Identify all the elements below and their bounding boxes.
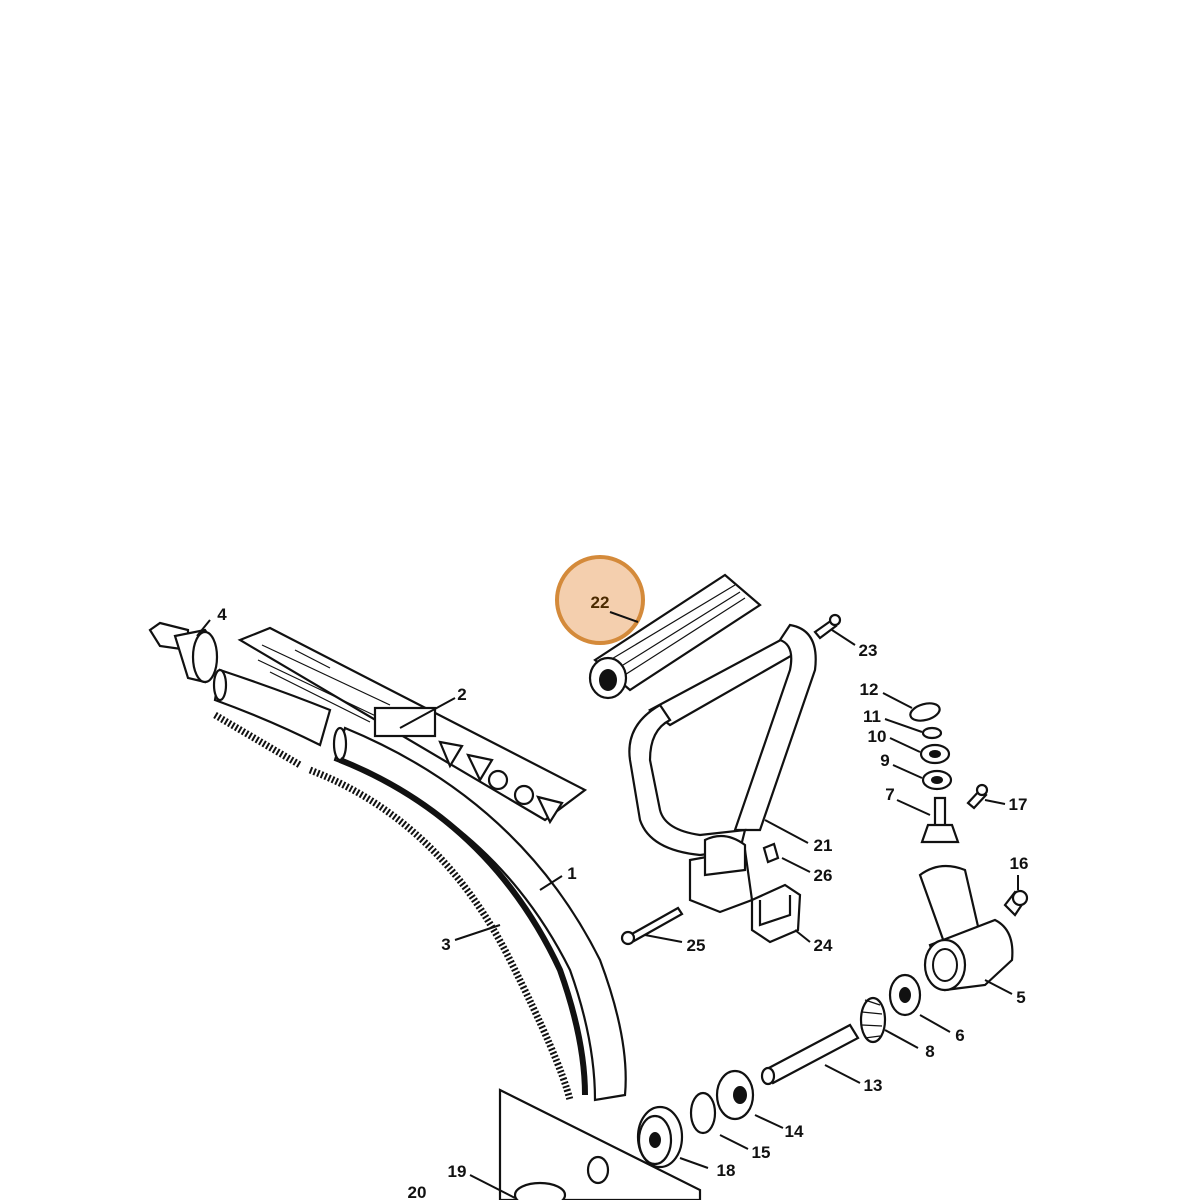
label-15: 15 — [752, 1143, 771, 1162]
label-10: 10 — [868, 727, 887, 746]
part-21-loop-handle[interactable] — [628, 623, 817, 914]
label-5: 5 — [1016, 988, 1025, 1007]
label-2: 2 — [457, 685, 466, 704]
decal-warning-symbols — [438, 740, 564, 825]
label-12: 12 — [860, 680, 879, 699]
label-9: 9 — [880, 751, 889, 770]
part-4-end-fitting[interactable] — [148, 621, 219, 684]
label-1: 1 — [567, 864, 576, 883]
label-18: 18 — [717, 1161, 736, 1180]
label-13: 13 — [864, 1076, 883, 1095]
label-22: 22 — [591, 593, 610, 612]
part-11-ring[interactable] — [921, 726, 943, 740]
label-4: 4 — [217, 605, 227, 624]
part-2-decal[interactable] — [237, 626, 588, 825]
label-19: 19 — [448, 1162, 467, 1181]
part-1-drive-tube[interactable] — [212, 668, 627, 1102]
part-9-bearing[interactable] — [921, 769, 953, 791]
part-24-clamp[interactable] — [750, 883, 802, 944]
part-13-output-shaft[interactable] — [760, 1023, 860, 1086]
label-24: 24 — [814, 936, 833, 955]
part-12-circlip[interactable] — [908, 700, 941, 723]
label-11: 11 — [863, 707, 881, 726]
deflector-plate[interactable] — [498, 1088, 702, 1200]
part-6-bearing[interactable] — [888, 973, 922, 1017]
part-19-collar[interactable] — [513, 1181, 567, 1200]
part-23-screw[interactable] — [813, 613, 842, 640]
label-25: 25 — [687, 936, 706, 955]
part-3-drive-shaft[interactable] — [213, 711, 574, 1101]
label-26: 26 — [814, 866, 833, 885]
highlight-callout-22[interactable]: 22 — [555, 555, 645, 645]
part-18-thrust-plate[interactable] — [636, 1105, 684, 1169]
part-5-gear-housing[interactable] — [918, 864, 1014, 992]
part-25-long-screw[interactable] — [620, 906, 684, 946]
label-23: 23 — [859, 641, 878, 660]
part-17-screw[interactable] — [966, 783, 989, 810]
label-7: 7 — [885, 785, 894, 804]
label-6: 6 — [955, 1026, 964, 1045]
label-3: 3 — [441, 935, 450, 954]
label-17: 17 — [1009, 795, 1028, 814]
part-14-bearing[interactable] — [715, 1069, 755, 1121]
part-8-bevel-gear[interactable] — [859, 996, 887, 1044]
part-26-square-nut[interactable] — [762, 842, 780, 864]
part-22-handle-grip[interactable] — [588, 573, 762, 700]
label-20: 20 — [408, 1183, 427, 1200]
callout-labels: 4 2 1 3 23 12 11 10 9 7 17 16 5 6 8 13 1… — [217, 605, 1028, 1200]
part-7-pinion-shaft[interactable] — [920, 796, 960, 844]
label-16: 16 — [1010, 854, 1029, 873]
part-10-bearing[interactable] — [919, 743, 951, 765]
leader-lines — [196, 619, 1019, 1199]
label-21: 21 — [814, 836, 833, 855]
label-8: 8 — [925, 1042, 934, 1061]
part-16-plug[interactable] — [1003, 889, 1029, 917]
part-15-circlip[interactable] — [689, 1091, 717, 1135]
label-14: 14 — [785, 1122, 804, 1141]
